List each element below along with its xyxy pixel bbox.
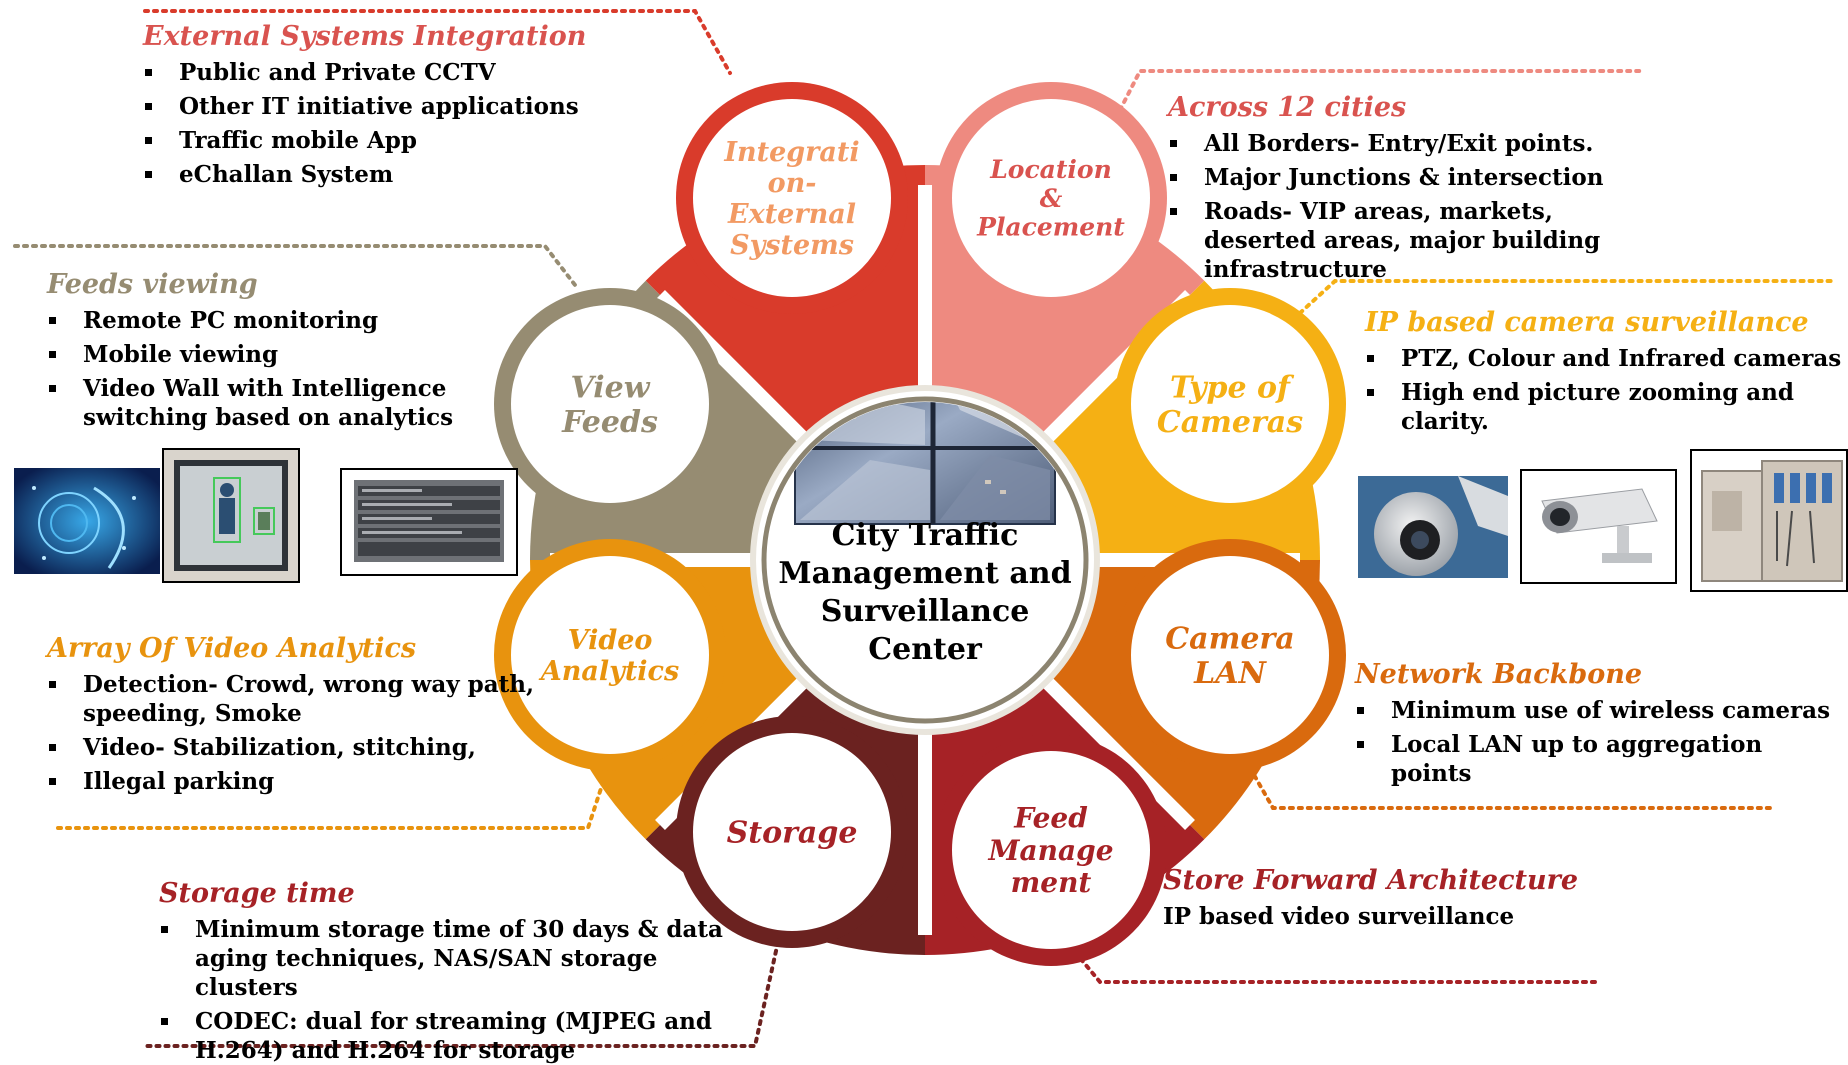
panel-external-systems: External Systems Integration Public and … bbox=[143, 20, 663, 189]
panel-storage-time: Storage time Minimum storage time of 30 … bbox=[159, 877, 759, 1065]
list-item: Remote PC monitoring bbox=[47, 306, 487, 335]
segment-label: LAN bbox=[1193, 656, 1267, 691]
connector-feed-management bbox=[1073, 950, 1602, 984]
center-title-line: Surveillance bbox=[821, 594, 1030, 629]
list-item: Illegal parking bbox=[47, 767, 527, 796]
server-rack-image bbox=[340, 468, 518, 576]
list-item: PTZ, Colour and Infrared cameras bbox=[1365, 344, 1845, 373]
panel-across-cities: Across 12 cities All Borders- Entry/Exit… bbox=[1168, 91, 1708, 284]
segment-label: Analytics bbox=[538, 656, 679, 687]
list-item: High end picture zooming and clarity. bbox=[1365, 378, 1801, 436]
segment-label: & bbox=[1040, 184, 1063, 213]
panel-heading-analytics: Array Of Video Analytics bbox=[47, 633, 417, 664]
panel-heading-feeds-viewing: Feeds viewing bbox=[47, 269, 258, 300]
center-title-line: City Traffic bbox=[832, 518, 1019, 553]
connector-integration bbox=[143, 9, 732, 75]
network-switch-box-image bbox=[1690, 449, 1848, 592]
panel-video-analytics: Array Of Video Analytics Detection- Crow… bbox=[47, 632, 534, 796]
connector-cameras bbox=[1298, 279, 1837, 315]
connector-camera-lan bbox=[1248, 766, 1772, 810]
segment-label: External bbox=[727, 199, 856, 230]
list-item: Major Junctions & intersection bbox=[1168, 163, 1708, 192]
segment-label: Feed bbox=[1013, 802, 1088, 835]
center-title-line: Center bbox=[868, 632, 983, 667]
segment-label: Systems bbox=[730, 230, 854, 261]
list-item: All Borders- Entry/Exit points. bbox=[1168, 129, 1708, 158]
list-item: eChallan System bbox=[143, 160, 663, 189]
segment-label: Camera bbox=[1165, 621, 1294, 656]
list-item: Detection- Crowd, wrong way path, speedi… bbox=[47, 670, 543, 728]
panel-heading-store-forward: Store Forward Architecture bbox=[1163, 865, 1579, 896]
list-item: Mobile viewing bbox=[47, 340, 487, 369]
list-item: Traffic mobile App bbox=[143, 126, 663, 155]
connector-location bbox=[1118, 69, 1642, 112]
panel-network-backbone: Network Backbone Minimum use of wireless… bbox=[1355, 658, 1835, 788]
list-item: Public and Private CCTV bbox=[143, 58, 663, 87]
segment-label: Storage bbox=[727, 816, 858, 851]
list-item: Minimum use of wireless cameras bbox=[1355, 696, 1835, 725]
segment-label: Location bbox=[989, 155, 1112, 184]
list-item: Other IT initiative applications bbox=[143, 92, 663, 121]
segment-label: Type of bbox=[1170, 370, 1295, 405]
connector-view-feeds bbox=[13, 244, 577, 287]
list-item: CODEC: dual for streaming (MJPEG and H.2… bbox=[159, 1007, 715, 1065]
list-item: Video- Stabilization, stitching, bbox=[47, 733, 527, 762]
dome-camera-image bbox=[1358, 476, 1508, 578]
digital-network-image bbox=[14, 468, 160, 574]
segment-label: View bbox=[570, 370, 650, 405]
segment-label: Cameras bbox=[1157, 405, 1303, 440]
segment-label: Feeds bbox=[561, 405, 658, 440]
list-item: Minimum storage time of 30 days & data a… bbox=[159, 915, 755, 1002]
panel-heading-ip-camera: IP based camera surveillance bbox=[1365, 307, 1809, 338]
panel-heading-external: External Systems Integration bbox=[143, 21, 587, 52]
segment-label: ment bbox=[1011, 866, 1092, 899]
panel-heading-storage-time: Storage time bbox=[159, 878, 355, 909]
segment-location: Location&Placement bbox=[935, 82, 1167, 314]
panel-heading-network: Network Backbone bbox=[1355, 659, 1643, 690]
segment-label: Integrati bbox=[723, 137, 859, 168]
list-item: Video Wall with Intelligence switching b… bbox=[47, 374, 483, 432]
segment-storage: Storage bbox=[676, 716, 908, 948]
panel-heading-across: Across 12 cities bbox=[1168, 92, 1407, 123]
panel-feeds-viewing: Feeds viewing Remote PC monitoring Mobil… bbox=[47, 268, 487, 432]
connector-storage bbox=[143, 940, 780, 1048]
store-forward-text: IP based video surveillance bbox=[1163, 903, 1515, 930]
panel-ip-camera: IP based camera surveillance PTZ, Colour… bbox=[1365, 306, 1845, 436]
bullet-camera-image bbox=[1520, 469, 1677, 584]
center-title-line: Management and bbox=[778, 556, 1071, 591]
panel-store-forward: Store Forward Architecture IP based vide… bbox=[1163, 864, 1633, 931]
segment-label: Placement bbox=[976, 213, 1125, 242]
segment-label: on- bbox=[768, 168, 817, 199]
list-item: Local LAN up to aggregation points bbox=[1355, 730, 1771, 788]
list-item: Roads- VIP areas, markets, deserted area… bbox=[1168, 197, 1644, 284]
segment-label: Video bbox=[568, 625, 653, 656]
video-wall-person-image bbox=[162, 448, 300, 583]
segment-label: Manage bbox=[987, 834, 1113, 867]
